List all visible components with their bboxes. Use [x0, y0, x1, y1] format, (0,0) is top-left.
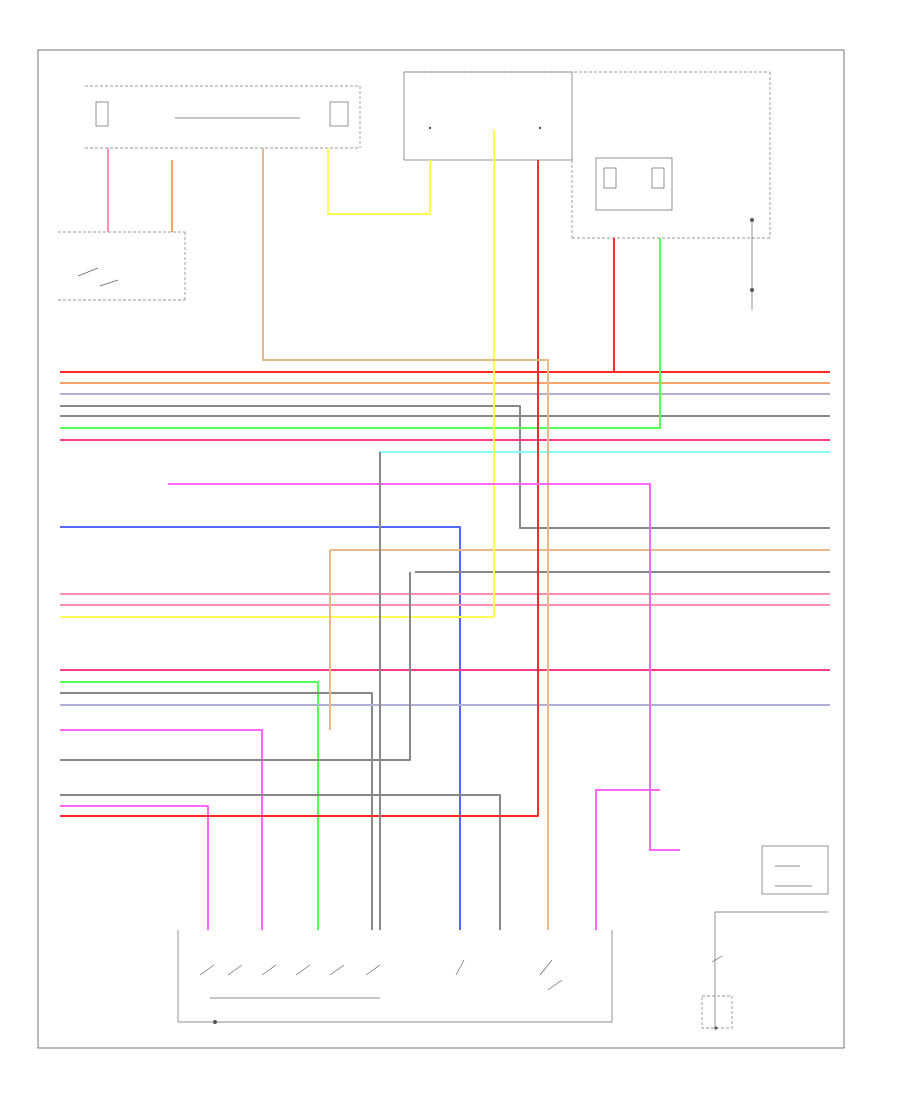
fuse-panel-top-left	[85, 85, 361, 149]
w-gray-4	[60, 692, 373, 930]
w-red-2	[60, 160, 539, 817]
w-gray-1	[60, 405, 830, 529]
control-module-box	[403, 71, 771, 239]
w-green-2	[60, 681, 319, 930]
w-magenta-3	[168, 483, 680, 851]
transmission-range-switch	[177, 930, 613, 1024]
w-gray-6	[60, 794, 501, 930]
diagram-border	[37, 49, 845, 1049]
w-blue-1	[60, 526, 461, 930]
w-magenta-1	[60, 729, 263, 930]
switch-lower-right	[701, 911, 828, 1030]
switch-box-left	[58, 231, 186, 301]
w-yellow-1	[60, 130, 495, 618]
relay-box-right	[595, 157, 673, 211]
relay-lower-right	[761, 845, 829, 895]
w-yellow-top	[327, 148, 431, 215]
wire-group	[60, 130, 830, 930]
w-gray-5	[60, 572, 411, 761]
w-magenta-4	[595, 789, 660, 930]
w-green-1	[60, 238, 661, 429]
w-tan-top	[262, 148, 549, 930]
w-magenta-2	[60, 805, 209, 930]
component-right-vertical	[750, 218, 754, 310]
